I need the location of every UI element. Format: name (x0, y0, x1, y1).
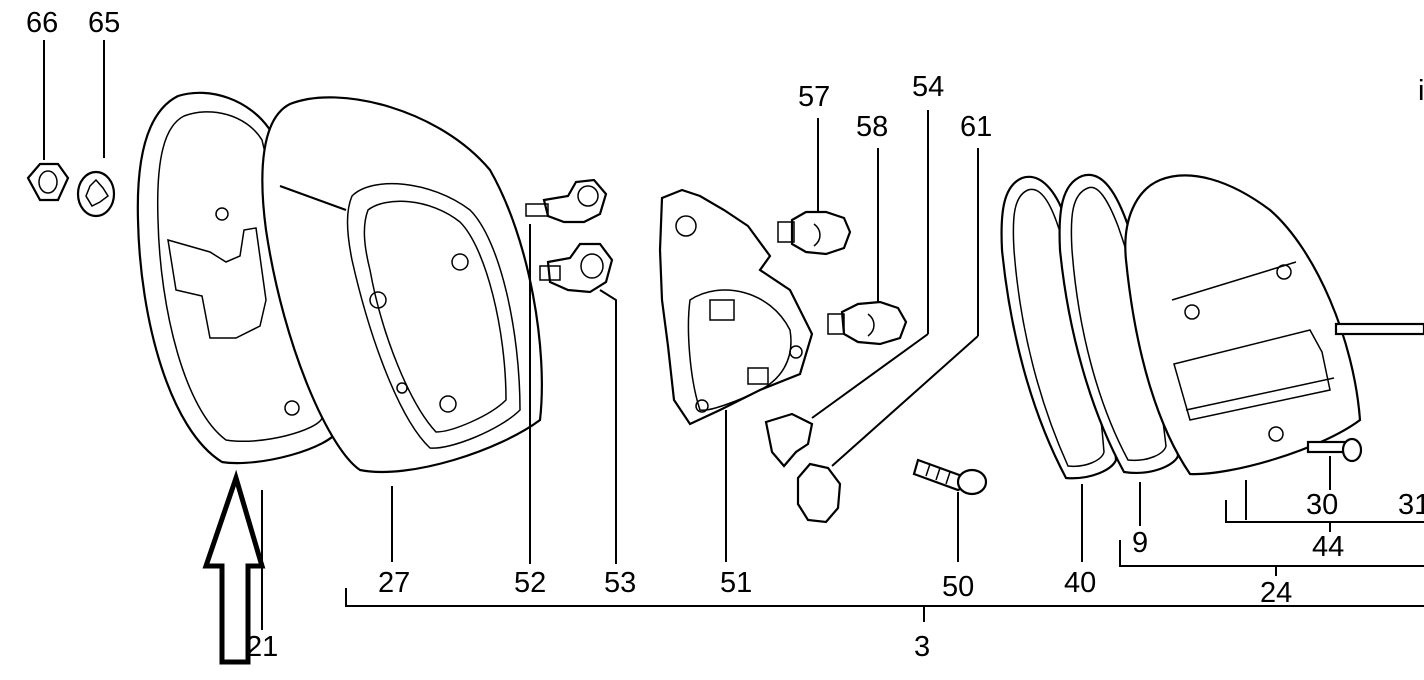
socket-53 (539, 242, 617, 564)
callout-9: 9 (1132, 527, 1148, 559)
bulb-57 (777, 118, 852, 256)
washer-65 (76, 40, 116, 218)
clip-54 (764, 110, 929, 468)
bracket-44 (1225, 500, 1424, 532)
callout-65: 65 (88, 7, 120, 39)
socket-52 (525, 178, 608, 564)
lens-24 (1124, 174, 1362, 520)
up-arrow-icon (202, 469, 266, 665)
screw-30 (1306, 437, 1363, 490)
callout-44: 44 (1312, 531, 1344, 563)
screw-31 (1334, 322, 1424, 336)
callout-50: 50 (942, 571, 974, 603)
callout-30: 30 (1306, 489, 1338, 521)
housing-27 (261, 96, 543, 562)
callout-57: 57 (798, 81, 830, 113)
callout-53: 53 (604, 567, 636, 599)
callout-66: 66 (26, 7, 58, 39)
callout-58: 58 (856, 111, 888, 143)
bulb-61 (796, 148, 979, 524)
callout-54: 54 (912, 71, 944, 103)
bulb-holder-51 (658, 188, 814, 562)
callout-51: 51 (720, 567, 752, 599)
gasket-9 (1058, 173, 1180, 526)
bulb-58 (827, 148, 908, 346)
callout-52: 52 (514, 567, 546, 599)
screw-50 (912, 458, 988, 562)
callout-40: 40 (1064, 567, 1096, 599)
callout-31: 31 (1398, 489, 1424, 521)
callout-3: 3 (914, 631, 930, 663)
nut-66 (26, 40, 70, 202)
bracket-3 (345, 588, 1424, 622)
bracket-24 (1119, 540, 1424, 576)
stray-mark: i (1418, 75, 1424, 107)
callout-61: 61 (960, 111, 992, 143)
callout-24: 24 (1260, 577, 1292, 609)
callout-27: 27 (378, 567, 410, 599)
callout-21: 21 (246, 631, 278, 663)
